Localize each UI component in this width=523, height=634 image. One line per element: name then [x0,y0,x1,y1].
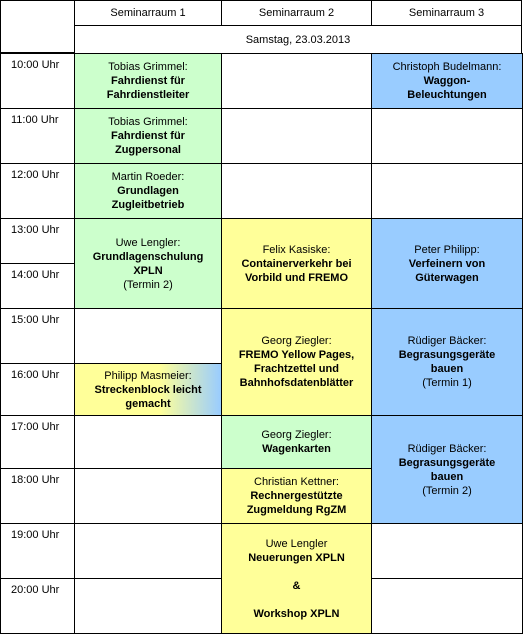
time-label: 10:00 Uhr [0,53,75,109]
session-title: Begrasungsgeräte bauen [398,456,496,483]
session-speaker: Tobias Grimmel: [108,116,188,128]
empty-slot [74,415,222,469]
time-label: 12:00 Uhr [0,163,75,219]
session-speaker: Peter Philipp: [414,243,480,256]
time-label: 19:00 Uhr [0,523,75,579]
session-title: Fahrdienst für Zugpersonal [111,130,185,156]
session-note: (Termin 1) [422,377,472,389]
corner-cell [0,0,75,53]
session-card: Martin Roeder: Grundlagen Zugleitbetrieb [74,163,222,219]
room-header-2: Seminarraum 2 [221,0,372,26]
session-speaker: Christian Kettner: [254,476,339,488]
session-speaker: Georg Ziegler: [261,335,332,347]
session-title: Waggon- Beleuchtungen [407,75,487,101]
empty-slot [74,578,222,634]
session-card: Tobias Grimmel: Fahrdienst für Fahrdienst… [74,53,222,109]
session-title: Grundlagen Zugleitbetrieb [111,185,185,211]
empty-slot [74,523,222,579]
session-title: Streckenblock leicht gemacht [94,383,202,410]
session-title: Containerverkehr bei Vorbild und FREMO [241,257,352,284]
session-card: Rüdiger Bäcker: Begrasungsgeräte bauen (Te… [371,308,523,416]
time-label: 11:00 Uhr [0,108,75,164]
session-title: Fahrdienst für Fahrdienstleiter [106,75,190,101]
session-card: Felix Kasiske:Containerverkehr bei Vorbi… [221,218,372,309]
session-speaker: Georg Ziegler: [261,429,332,441]
empty-slot [371,523,523,579]
empty-slot [74,468,222,524]
session-card: Rüdiger Bäcker:Begrasungsgeräte bauen(Te… [371,415,523,524]
time-label: 17:00 Uhr [0,415,75,469]
empty-slot [371,163,523,219]
session-speaker: Uwe Lengler: [115,236,181,249]
session-title: Begrasungsgeräte bauen [398,349,496,375]
time-label: 15:00 Uhr [0,308,75,364]
session-card: Tobias Grimmel: Fahrdienst für Zugpersona… [74,108,222,164]
session-speaker: Uwe Lengler [265,537,328,550]
session-card: Uwe Lengler:Grundlagenschulung XPLN(Term… [74,218,222,309]
session-speaker: Martin Roeder: [111,171,185,183]
room-header-1: Seminarraum 1 [74,0,222,26]
time-label: 13:00 Uhr [0,218,75,264]
session-card: Christian Kettner: Rechnergestützte Zugme… [221,468,372,524]
empty-slot [221,163,372,219]
date-header: Samstag, 23.03.2013 [74,25,522,54]
empty-slot [74,308,222,364]
session-title: FREMO Yellow Pages, Frachtzettel und Bah… [238,349,355,389]
session-speaker: Rüdiger Bäcker: [407,442,487,455]
session-card: Georg Ziegler: FREMO Yellow Pages, Fracht… [221,308,372,416]
session-note: (Termin 2) [422,484,472,497]
time-label: 16:00 Uhr [0,363,75,416]
session-speaker: Philipp Masmeier: [104,369,192,382]
session-speaker: Felix Kasiske: [262,243,331,256]
empty-slot [221,53,372,109]
session-speaker: Christoph Budelmann: [392,61,502,73]
time-label: 20:00 Uhr [0,578,75,634]
session-title: Wagenkarten [262,443,331,455]
empty-slot [371,108,523,164]
session-card: Peter Philipp:Verfeinern von Güterwagen [371,218,523,309]
empty-slot [221,108,372,164]
session-title: Verfeinern von Güterwagen [408,257,486,284]
session-card: Philipp Masmeier:Streckenblock leicht ge… [74,363,222,416]
session-card: Georg Ziegler: Wagenkarten [221,415,372,469]
empty-slot [371,578,523,634]
session-card: Christoph Budelmann: Waggon- Beleuchtunge… [371,53,523,109]
time-label: 18:00 Uhr [0,468,75,524]
session-note: (Termin 2) [123,278,173,291]
session-title: Neuerungen XPLN & Workshop XPLN [248,551,345,620]
room-header-3: Seminarraum 3 [371,0,522,26]
session-title: Rechnergestützte Zugmeldung RgZM [246,490,347,516]
time-label: 14:00 Uhr [0,263,75,309]
session-title: Grundlagenschulung XPLN [92,250,204,277]
session-speaker: Rüdiger Bäcker: [407,335,487,347]
session-speaker: Tobias Grimmel: [108,61,188,73]
